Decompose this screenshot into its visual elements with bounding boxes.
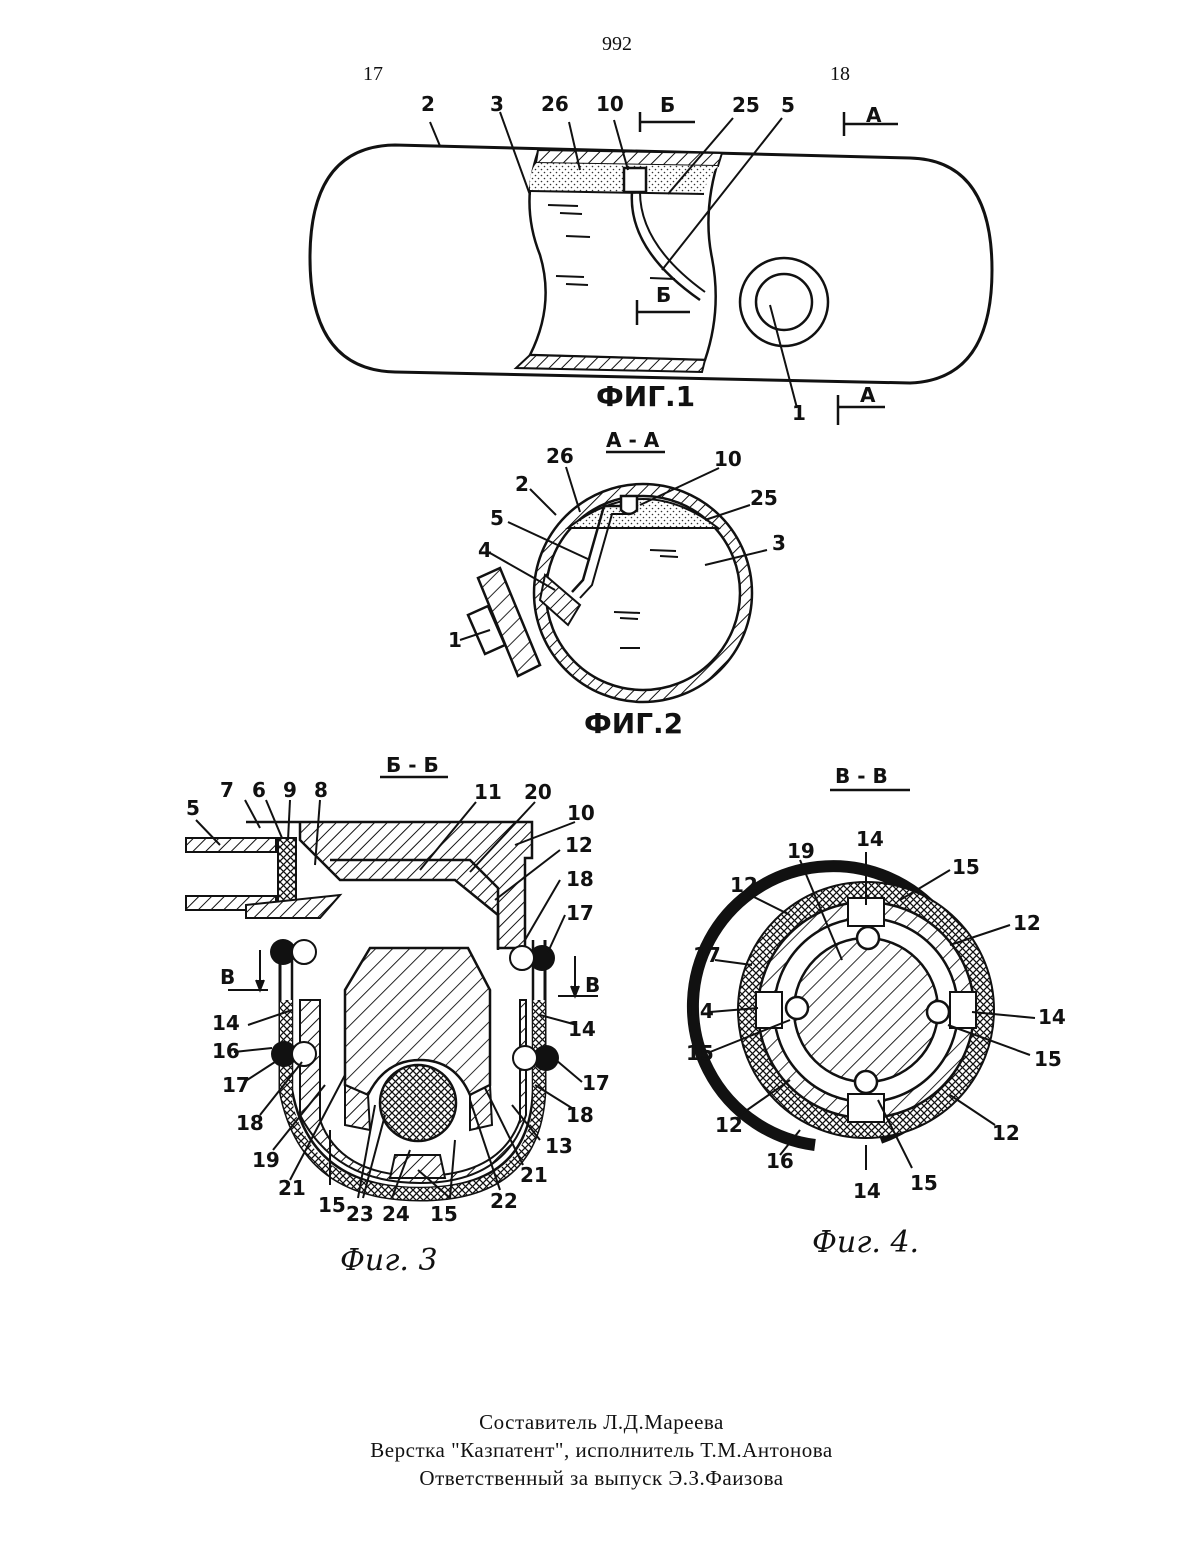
fig4-label-12c: 12 [715, 1113, 743, 1137]
fig3-label-5: 5 [186, 796, 200, 820]
fig1-section-a-top: А [866, 103, 882, 127]
footer-responsible: Ответственный за выпуск Э.З.Фаизова [0, 1466, 1203, 1491]
fig3-title: Б - Б [386, 753, 439, 777]
fig1-label-26: 26 [541, 92, 569, 116]
fig2-caption: ФИГ.2 [584, 707, 683, 740]
fig1-label-25: 25 [732, 93, 760, 117]
fig4-cross-section [693, 866, 994, 1145]
fig2-label-2: 2 [515, 472, 529, 496]
fig3-label-10: 10 [567, 801, 595, 825]
fig3-label-15a: 15 [318, 1193, 346, 1217]
fig4-label-15-left: 15 [686, 1041, 714, 1065]
fig1-flange-inner [756, 274, 812, 330]
fig1-caption: ФИГ.1 [596, 380, 695, 413]
fig4-label-12d: 12 [992, 1121, 1020, 1145]
fig3-label-21a: 21 [278, 1176, 306, 1200]
fig2-label-25: 25 [750, 486, 778, 510]
fig2-label-10: 10 [714, 447, 742, 471]
fig3-label-14a: 14 [212, 1011, 240, 1035]
fig1-label-2: 2 [421, 92, 435, 116]
fig3-label-12: 12 [565, 833, 593, 857]
fig3-label-7: 7 [220, 778, 234, 802]
fig4-label-14-top: 14 [856, 827, 884, 851]
fig4-label-15-top: 15 [952, 855, 980, 879]
fig4-label-15-right: 15 [1034, 1047, 1062, 1071]
fig2-label-5: 5 [490, 506, 504, 530]
fig2-label-3: 3 [772, 531, 786, 555]
fig3-label-18c: 18 [566, 1103, 594, 1127]
fig4-label-17: 17 [693, 943, 721, 967]
fig1-label-1: 1 [792, 401, 806, 425]
fig4-label-12a: 12 [730, 873, 758, 897]
fig1-section-b-bottom: Б [656, 283, 671, 307]
fig3-ball-24 [380, 1065, 456, 1141]
fig3-pipe-5 [186, 838, 276, 852]
fig3-label-13: 13 [545, 1134, 573, 1158]
fig3-label-18a: 18 [566, 867, 594, 891]
fig2-float-10 [621, 496, 637, 514]
fig1-label-3: 3 [490, 92, 504, 116]
fig3-label-24: 24 [382, 1202, 410, 1226]
fig3-label-15b: 15 [430, 1202, 458, 1226]
fig2-label-26: 26 [546, 444, 574, 468]
fig3-label-9: 9 [283, 778, 297, 802]
fig3-label-17b: 17 [222, 1073, 250, 1097]
fig3-section-v-left: В [220, 965, 235, 989]
fig2-label-4: 4 [478, 538, 492, 562]
fig3-label-16: 16 [212, 1039, 240, 1063]
fig3-label-17c: 17 [582, 1071, 610, 1095]
fig3-label-17a: 17 [566, 901, 594, 925]
fig4-label-14-bottom: 14 [853, 1179, 881, 1203]
fig3-label-19: 19 [252, 1148, 280, 1172]
fig2-title: А - А [606, 428, 660, 452]
fig4-label-15-bottom: 15 [910, 1171, 938, 1195]
fig3-label-8: 8 [314, 778, 328, 802]
fig3-caption: Фиг. 3 [340, 1243, 438, 1278]
fig1-section-a-bottom: А [860, 383, 876, 407]
footer-layout: Верстка "Казпатент", исполнитель Т.М.Ант… [0, 1438, 1203, 1463]
fig4-label-12b: 12 [1013, 911, 1041, 935]
fig1-float-10 [624, 168, 646, 192]
fig3-label-14b: 14 [568, 1017, 596, 1041]
fig4-label-19: 19 [787, 839, 815, 863]
fig1-section-b-top: Б [660, 93, 675, 117]
fig3-label-18b: 18 [236, 1111, 264, 1135]
fig4-title: В - В [835, 764, 888, 788]
fig1-label-5: 5 [781, 93, 795, 117]
fig3-label-20: 20 [524, 780, 552, 804]
fig4-label-14-left: 14 [686, 999, 714, 1023]
fig4-label-16: 16 [766, 1149, 794, 1173]
fig1-label-10: 10 [596, 92, 624, 116]
fig3-label-11: 11 [474, 780, 502, 804]
fig3-section-v-right: В [585, 973, 600, 997]
fig4-caption: Фиг. 4. [812, 1225, 919, 1260]
fig4-label-14-right: 14 [1038, 1005, 1066, 1029]
fig3-label-21b: 21 [520, 1163, 548, 1187]
fig2-label-1: 1 [448, 628, 462, 652]
fig3-label-6: 6 [252, 778, 266, 802]
fig3-label-22: 22 [490, 1189, 518, 1213]
fig3-label-23: 23 [346, 1202, 374, 1226]
footer-compiler: Составитель Л.Д.Мареева [0, 1410, 1203, 1435]
